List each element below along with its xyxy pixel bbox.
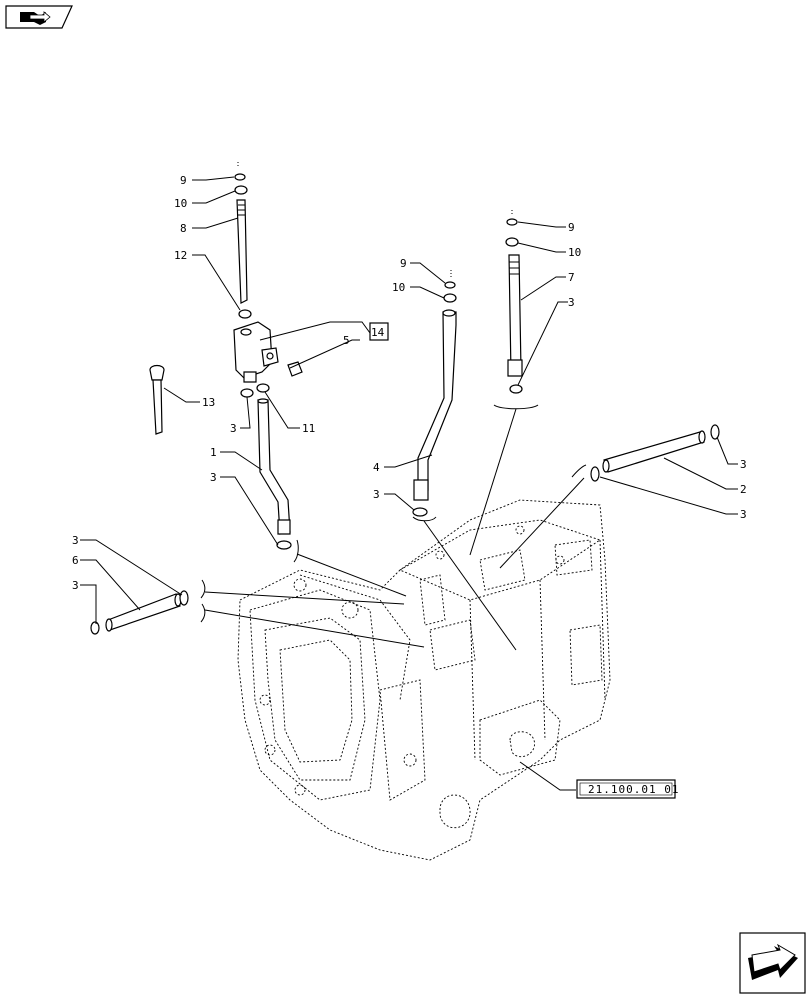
callout-3: 3 [230,422,237,435]
callout-12: 12 [174,249,187,262]
callout-14: 14 [371,326,385,339]
callout-14-box[interactable]: 14 [369,322,389,341]
pipe-4 [413,309,457,501]
leader-lines [80,176,738,791]
o-ring-3-pipe6-bottom [90,621,100,635]
callout-1: 1 [210,446,217,459]
callout-13: 13 [202,396,215,409]
callout-10: 10 [392,281,405,294]
o-ring-3-pipe2-top [710,424,720,440]
callout-3: 3 [210,471,217,484]
pipe-8 [236,199,248,304]
section-reference-link[interactable]: 21.100.01 01 [576,779,679,799]
callout-labels: 9 10 8 12 14 5 13 3 11 1 3 9 10 4 3 9 10… [72,174,747,592]
callout-4: 4 [373,461,380,474]
callout-3: 3 [740,508,747,521]
washer-10-right [505,237,519,247]
callout-6: 6 [72,554,79,567]
o-ring-3-block [240,388,254,398]
washer-10-left [234,185,248,195]
o-ring-3-pipe7 [509,384,523,394]
callout-5: 5 [343,334,350,347]
callout-2: 2 [740,483,747,496]
o-ring-11 [256,383,270,393]
o-ring-3-pipe2-bottom [590,466,600,482]
prev-page-button[interactable] [5,5,73,29]
callout-9: 9 [568,221,575,234]
callout-3: 3 [740,458,747,471]
callout-9: 9 [180,174,187,187]
next-page-button[interactable] [739,932,806,994]
o-ring-9-middle [444,270,456,289]
pipe-2 [602,430,706,473]
washer-10-middle [443,293,457,303]
callout-3: 3 [72,534,79,547]
callout-3: 3 [72,579,79,592]
o-ring-9-left [234,162,246,181]
o-ring-9-right [506,210,518,226]
callout-9: 9 [400,257,407,270]
callout-7: 7 [568,271,575,284]
callout-10: 10 [174,197,187,210]
o-ring-3-pipe4 [412,507,428,517]
callout-3: 3 [568,296,575,309]
plug-5 [287,361,303,377]
callout-10: 10 [568,246,581,259]
next-page-arrow-icon [748,943,798,980]
pipe-6 [105,593,182,632]
callout-11: 11 [302,422,315,435]
bolt-13 [149,364,165,435]
seal-12 [238,309,252,319]
transmission-housing [237,499,611,861]
book-arrow-icon [20,11,51,25]
callout-8: 8 [180,222,187,235]
pipe-1 [257,398,291,535]
o-ring-3-pipe6-top [179,590,189,606]
pipe-7 [507,254,523,377]
callout-3: 3 [373,488,380,501]
o-ring-3-pipe1 [276,540,292,550]
section-reference-code: 21.100.01 01 [588,783,679,796]
fitting-block [233,321,279,383]
